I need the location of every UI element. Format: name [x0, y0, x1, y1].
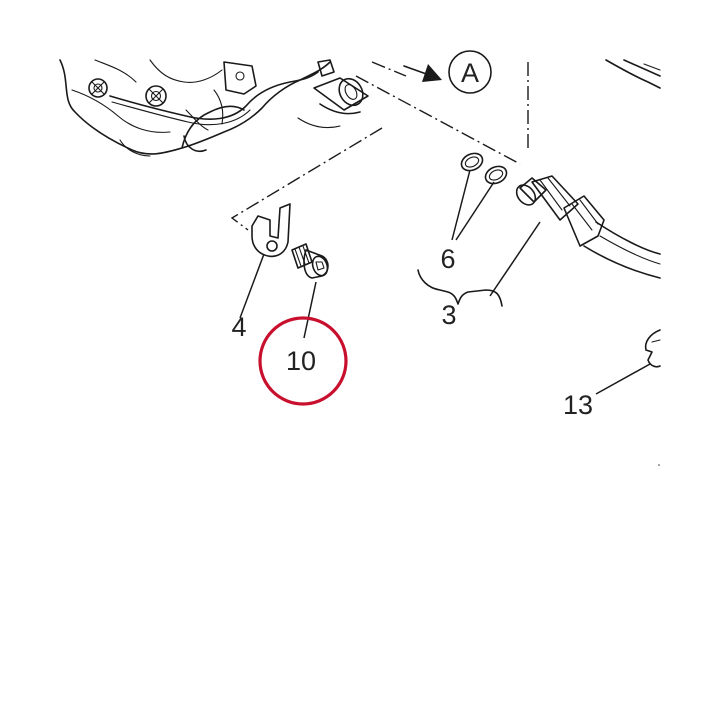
- part-6-label: 6: [440, 244, 455, 274]
- housing-assembly: [59, 59, 369, 157]
- highlight-circle-part-10: [258, 316, 348, 406]
- part-labels: 4 10 6 3 13: [231, 244, 593, 420]
- top-right-component: [605, 59, 661, 89]
- part-4-bracket-clip: [251, 203, 291, 258]
- part-13-component: [644, 329, 661, 368]
- part-13-label: 13: [563, 390, 593, 420]
- stray-mark: [658, 464, 660, 466]
- view-a-indicator: A: [403, 50, 492, 94]
- part-3-brace: [417, 269, 503, 307]
- part-3-label: 3: [441, 300, 456, 330]
- phantom-lines: [230, 61, 529, 231]
- part-4-label: 4: [231, 312, 246, 342]
- view-a-circle: [448, 50, 492, 94]
- part-3-hose-assembly: [515, 175, 661, 279]
- part-6-o-rings: [460, 152, 508, 185]
- view-a-label: A: [461, 58, 479, 88]
- leader-lines: [239, 169, 651, 395]
- view-arrow-icon: [422, 64, 442, 82]
- part-10-cap-screw: [291, 243, 329, 279]
- part-10-label: 10: [286, 346, 316, 376]
